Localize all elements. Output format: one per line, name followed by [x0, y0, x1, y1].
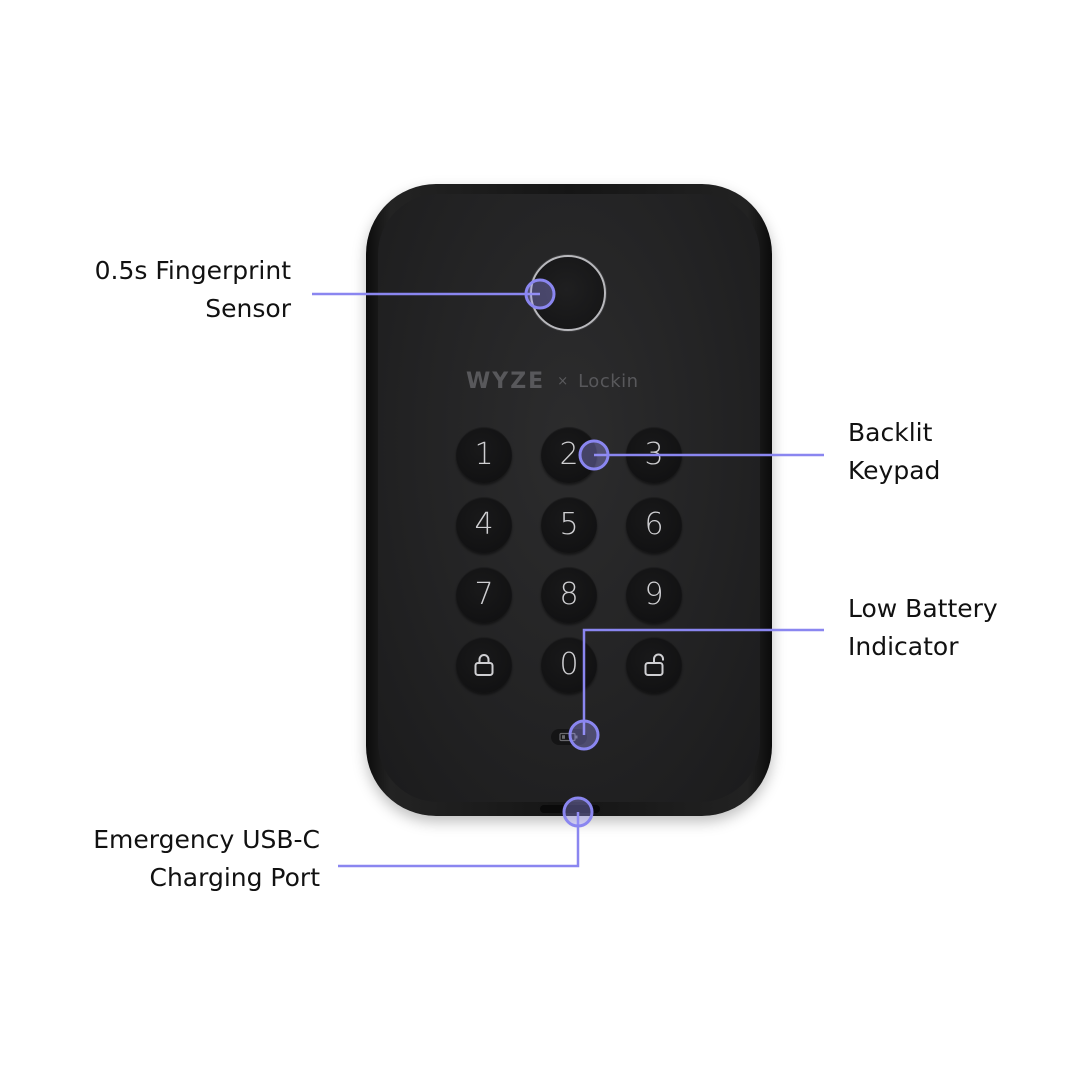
key-7[interactable]: 7 [456, 567, 512, 623]
callout-label-usb: Emergency USB-C Charging Port [93, 821, 320, 897]
callout-label-keypad-line1: Backlit [848, 418, 933, 447]
key-unlock[interactable] [626, 637, 682, 693]
key-4[interactable]: 4 [456, 497, 512, 553]
battery-icon [559, 732, 578, 742]
brand-separator: × [557, 373, 569, 389]
callout-label-keypad: Backlit Keypad [848, 414, 940, 490]
brand-name-left: WYZE [466, 368, 546, 394]
key-6[interactable]: 6 [626, 497, 682, 553]
key-5[interactable]: 5 [541, 497, 597, 553]
callout-label-keypad-line2: Keypad [848, 456, 941, 485]
callout-line-usb [338, 812, 580, 868]
callout-label-usb-line1: Emergency USB-C [93, 825, 320, 854]
key-0[interactable]: 0 [541, 637, 597, 693]
callout-label-battery: Low Battery Indicator [848, 590, 998, 666]
low-battery-indicator [551, 729, 587, 745]
lock-open-icon [644, 653, 664, 676]
key-2[interactable]: 2 [541, 427, 597, 483]
callout-label-fingerprint: 0.5s Fingerprint Sensor [95, 252, 291, 328]
fingerprint-sensor [530, 255, 606, 331]
lock-closed-icon [474, 654, 494, 676]
brand-name-right: Lockin [578, 370, 639, 392]
callout-label-fingerprint-line2: Sensor [205, 294, 291, 323]
usb-c-port [540, 805, 600, 813]
callout-label-usb-line2: Charging Port [149, 863, 321, 892]
callout-label-fingerprint-line1: 0.5s Fingerprint [94, 256, 291, 285]
key-9[interactable]: 9 [626, 567, 682, 623]
callout-label-battery-line2: Indicator [848, 632, 959, 661]
key-1[interactable]: 1 [456, 427, 512, 483]
key-lock[interactable] [456, 637, 512, 693]
key-3[interactable]: 3 [626, 427, 682, 483]
key-8[interactable]: 8 [541, 567, 597, 623]
brand-logo: WYZE × Lockin [466, 366, 676, 396]
callout-label-battery-line1: Low Battery [848, 594, 998, 623]
